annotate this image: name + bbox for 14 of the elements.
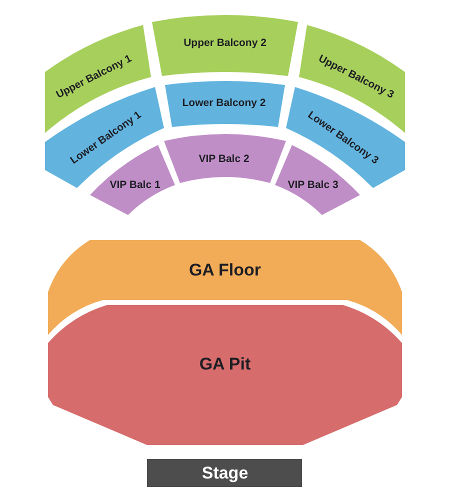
seating-section [47,240,402,336]
section-label: Upper Balcony 2 [184,38,266,48]
section-label: Lower Balcony 2 [182,98,266,108]
section-label: VIP Balc 3 [288,180,338,190]
seating-section [165,80,285,127]
seating-section [164,134,286,183]
section-label: GA Pit [199,356,251,372]
section-label: GA Floor [188,262,262,278]
section-label: VIP Balc 1 [110,180,160,190]
stage-label: Stage [202,464,248,482]
section-label: VIP Balc 2 [198,154,250,164]
seating-section [152,15,298,77]
seating-section [48,305,402,445]
stage-block [146,459,302,487]
